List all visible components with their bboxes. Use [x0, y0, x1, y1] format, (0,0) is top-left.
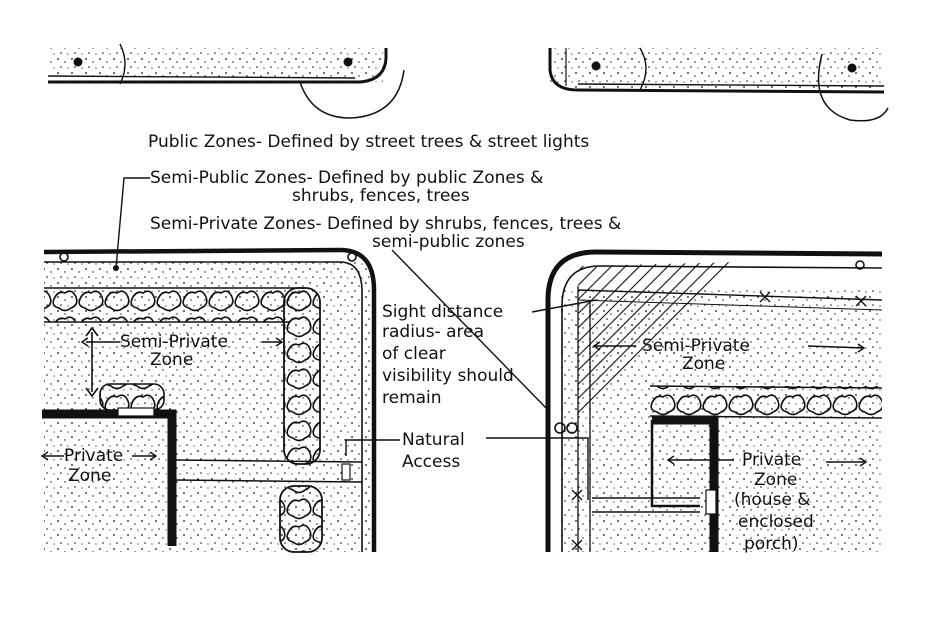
label-private-zone-right-5: porch)	[744, 534, 799, 554]
label-private-zone-right-2: Zone	[754, 470, 797, 490]
label-private-zone-right-3: (house &	[734, 490, 811, 510]
top-right-street-edge	[550, 48, 888, 121]
label-semi-private-zone-left-2: Zone	[150, 350, 193, 370]
label-private-zone-right-4: enclosed	[738, 512, 814, 532]
label-semi-private-zone-right-2: Zone	[682, 354, 725, 374]
label-sight-distance-1: Sight distance	[382, 302, 503, 322]
label-semi-private-zones-cont: semi-public zones	[372, 232, 525, 252]
label-sight-distance-2: radius- area	[382, 322, 484, 342]
label-private-zone-right: Private	[742, 450, 801, 470]
label-semi-public-zones: Semi-Public Zones- Defined by public Zon…	[150, 168, 543, 188]
label-sight-distance-4: visibility should	[382, 366, 514, 386]
street-light-icon	[848, 64, 857, 73]
label-semi-private-zones: Semi-Private Zones- Defined by shrubs, f…	[150, 214, 621, 234]
label-natural-access-2: Access	[402, 452, 460, 472]
street-light-icon	[592, 62, 601, 71]
label-sight-distance-5: remain	[382, 388, 442, 408]
label-natural-access: Natural	[402, 430, 465, 450]
left-lot	[42, 250, 400, 552]
street-light-icon	[74, 58, 83, 67]
label-private-zone-left-2: Zone	[68, 466, 111, 486]
street-light-icon	[344, 58, 353, 67]
label-sight-distance-3: of clear	[382, 344, 446, 364]
label-semi-public-zones-cont: shrubs, fences, trees	[292, 186, 470, 206]
right-lot	[486, 252, 882, 552]
label-private-zone-left: Private	[64, 446, 123, 466]
label-semi-private-zone-right: Semi-Private	[642, 336, 750, 356]
top-left-street-edge	[48, 44, 404, 118]
label-semi-private-zone-left: Semi-Private	[120, 332, 228, 352]
label-public-zones: Public Zones- Defined by street trees & …	[148, 132, 589, 152]
